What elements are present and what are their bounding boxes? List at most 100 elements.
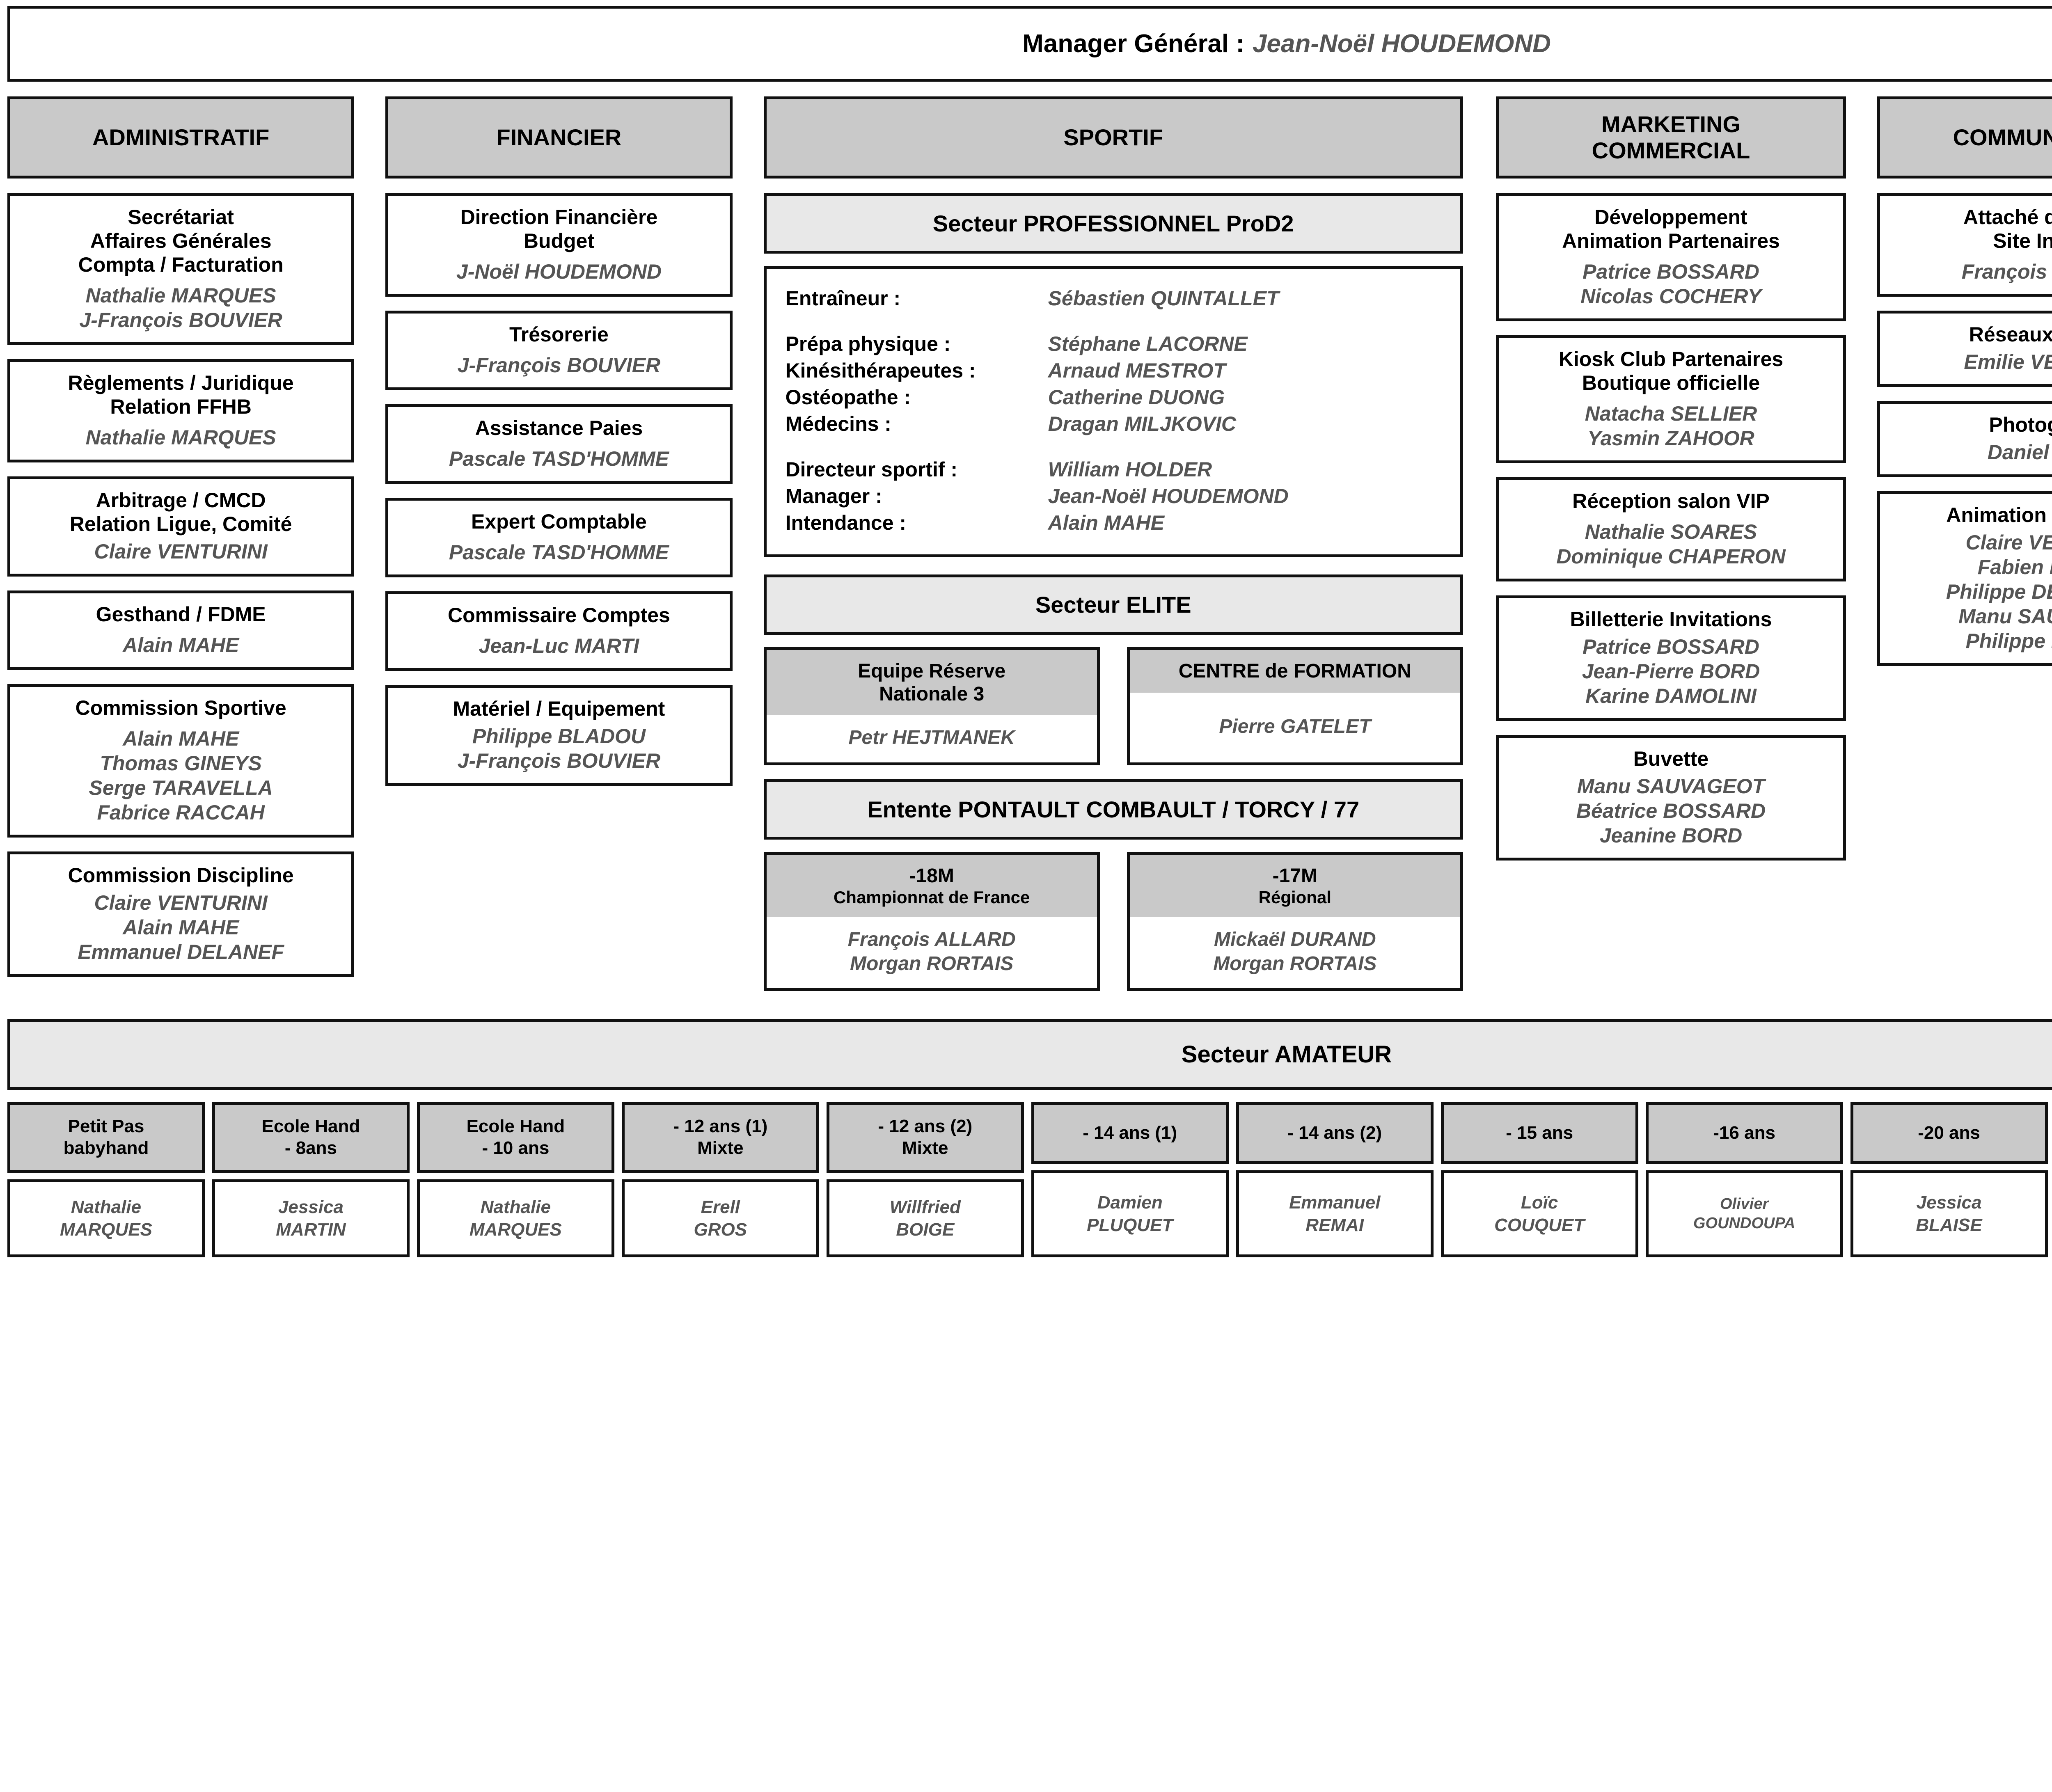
staff-label: Entraîneur : — [785, 287, 901, 310]
card-assistance-paies[interactable]: Assistance Paies Pascale TASD'HOMME — [385, 404, 733, 484]
staff-row-medecins: Médecins : Dragan MILJKOVIC — [786, 411, 1441, 437]
card-photographe[interactable]: Photographe Daniel DAVID — [1877, 401, 2052, 477]
card-title: Assistance Paies — [475, 417, 643, 439]
card-animation-vie-de-club[interactable]: Animation vie de club Claire VENTURINIFa… — [1877, 491, 2052, 666]
card-title: Expert Comptable — [471, 510, 647, 533]
card-commissaire-comptes[interactable]: Commissaire Comptes Jean-Luc MARTI — [385, 591, 733, 671]
staff-row-entraineur: Entraîneur : Sébastien QUINTALLET — [786, 285, 1441, 312]
staff-value: Dragan MILJKOVIC — [1048, 412, 1236, 435]
card-expert-comptable[interactable]: Expert Comptable Pascale TASD'HOMME — [385, 498, 733, 577]
card-tresorerie[interactable]: Trésorerie J-François BOUVIER — [385, 311, 733, 390]
staff-label: Kinésithérapeutes : — [785, 359, 976, 382]
card-names: J-Noël HOUDEMOND — [456, 260, 662, 283]
staff-label: Directeur sportif : — [785, 458, 958, 481]
staff-value: Sébastien QUINTALLET — [1048, 287, 1279, 310]
card-title: Billetterie Invitations — [1570, 608, 1772, 631]
card-names: Claire VENTURINIFabien MARCOPhilippe DE … — [1946, 531, 2052, 652]
card-title-main: -17M — [1272, 865, 1318, 887]
professionnel-staff-list: Entraîneur : Sébastien QUINTALLET Prépa … — [763, 266, 1463, 557]
card-18m[interactable]: -18M Championnat de France François ALLA… — [763, 851, 1100, 991]
card-title: Attaché de PresseSite Internet — [1963, 206, 2052, 252]
column-header-financier: FINANCIER — [385, 96, 733, 179]
card-title: Réception salon VIP — [1572, 490, 1770, 513]
team-title: - 12 ans (1)Mixte — [621, 1102, 819, 1173]
card-reseaux-sociaux[interactable]: Réseaux sociaux Emilie VENTURINI — [1877, 311, 2052, 387]
staff-row-kinesitherapeutes: Kinésithérapeutes : Arnaud MESTROT — [786, 357, 1441, 384]
card-title: Commission Discipline — [68, 864, 294, 887]
card-title: Commissaire Comptes — [447, 604, 670, 627]
staff-value: Catherine DUONG — [1048, 386, 1225, 409]
staff-row-manager: Manager : Jean-Noël HOUDEMOND — [786, 483, 1441, 510]
staff-value: Jean-Noël HOUDEMOND — [1048, 485, 1289, 508]
manager-general-label: Manager Général : — [1022, 30, 1245, 58]
card-attache-de-presse[interactable]: Attaché de PresseSite Internet François … — [1877, 193, 2052, 297]
team-title: - 12 ans (2)Mixte — [826, 1102, 1024, 1173]
card-title: Commission Sportive — [75, 696, 286, 719]
staff-label: Intendance : — [785, 511, 907, 534]
card-title: CENTRE de FORMATION — [1129, 650, 1460, 693]
card-centre-de-formation[interactable]: CENTRE de FORMATION Pierre GATELET — [1127, 647, 1463, 765]
column-sportif: SPORTIF Secteur PROFESSIONNEL ProD2 Entr… — [763, 96, 1463, 1005]
manager-general-banner: Manager Général : Jean-Noël HOUDEMOND — [7, 6, 2052, 82]
card-names: Pascale TASD'HOMME — [449, 447, 669, 470]
team-title: Ecole Hand- 10 ans — [417, 1102, 614, 1173]
staff-value: Arnaud MESTROT — [1048, 359, 1226, 382]
card-gesthand-fdme[interactable]: Gesthand / FDME Alain MAHE — [7, 590, 355, 670]
card-names: Emilie VENTURINI — [1964, 350, 2052, 373]
team-title: -16 ans — [1645, 1102, 1843, 1164]
card-title: Réseaux sociaux — [1969, 323, 2052, 346]
card-names: Jean-Luc MARTI — [479, 634, 639, 657]
banner-secteur-professionnel: Secteur PROFESSIONNEL ProD2 — [763, 193, 1463, 254]
staff-value: Stéphane LACORNE — [1048, 332, 1248, 355]
